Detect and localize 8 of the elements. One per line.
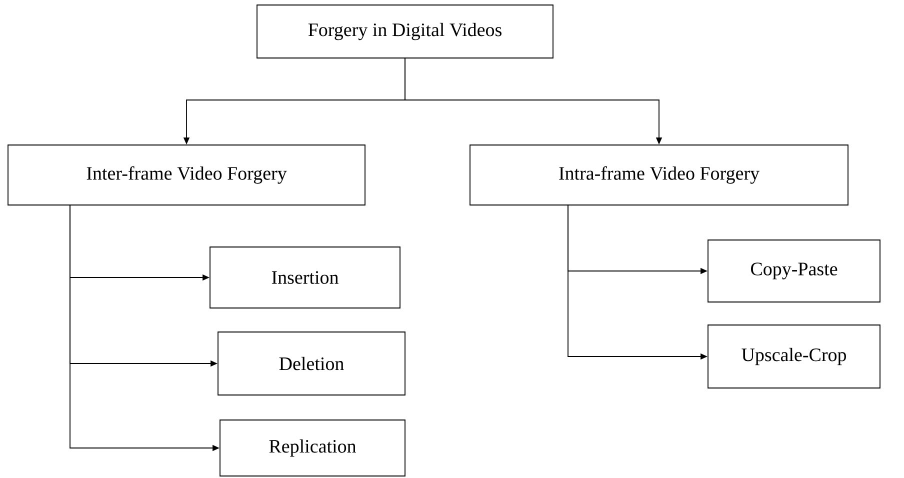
category-box: Inter-frame Video Forgery [8,144,366,206]
category-box: Deletion [218,332,406,396]
category-box: Copy-Paste [708,240,880,302]
category-box: Insertion [210,246,400,308]
category-box: Replication [220,420,406,476]
category-box: Upscale-Crop [708,324,880,388]
category-box: Forgery in Digital Videos [256,4,554,58]
category-box: Intra-frame Video Forgery [470,144,848,206]
